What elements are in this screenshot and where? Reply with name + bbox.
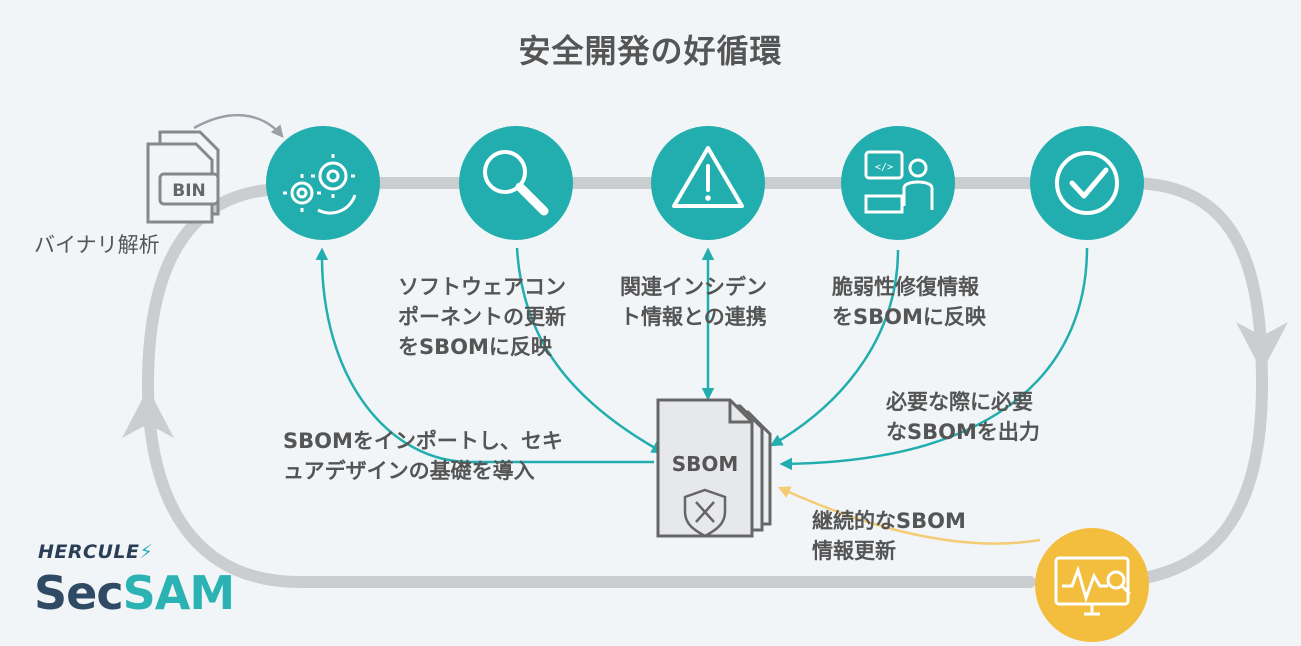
loop-arrow-left [122, 388, 174, 438]
continuous-update-label: 継続的なSBOM 情報更新 [812, 509, 966, 563]
incident-link-label: 関連インシデン ト情報との連携 [620, 275, 767, 329]
connector-vuln [769, 249, 900, 447]
bin-file-icon [146, 130, 220, 224]
logo-hercule: HERCULE⚡ [38, 541, 154, 563]
step-search [459, 126, 573, 240]
vuln-fix-label: 脆弱性修復情報 をSBOMに反映 [832, 275, 986, 329]
step-gears [266, 126, 380, 240]
output-label: 必要な際に必要 なSBOMを出力 [886, 390, 1040, 444]
svg-text:</>: </> [875, 162, 893, 173]
connector-import [315, 247, 654, 464]
connector-continuous [777, 486, 1041, 545]
step-warning [651, 126, 765, 240]
step-check [1030, 126, 1144, 240]
step-developer: </> [841, 126, 955, 240]
connector-output [779, 247, 1089, 471]
sbom-document-icon [656, 398, 772, 538]
monitor-chart-icon [1035, 528, 1149, 642]
logo-secsam: SecSAM [34, 566, 235, 620]
sbom-document-label: SBOM [672, 452, 739, 476]
binary-analysis-label: バイナリ解析 [34, 233, 160, 257]
component-update-label: ソフトウェアコン ポーネントの更新 をSBOMに反映 [398, 275, 566, 359]
loop-arrow-right [1236, 322, 1288, 372]
bin-file-label: BIN [172, 181, 206, 201]
import-label: SBOMをインポートし、セキ ュアデザインの基礎を導入 [283, 429, 563, 483]
bin-arrow [193, 113, 284, 138]
page-title: 安全開発の好循環 [518, 32, 783, 70]
connector-component [515, 247, 665, 454]
